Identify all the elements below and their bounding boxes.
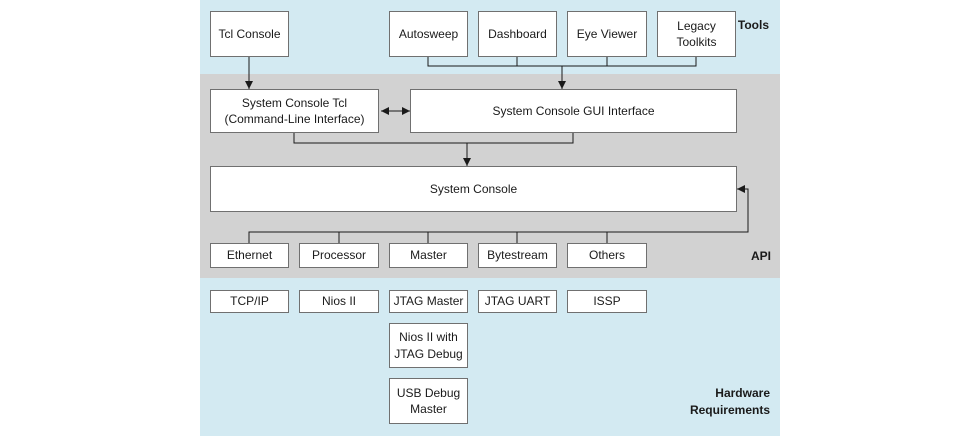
usb-debug-master-box: USB Debug Master	[389, 378, 468, 424]
tcl-console-box: Tcl Console	[210, 11, 289, 57]
tools-section-label: Tools	[737, 18, 769, 32]
eye-viewer-box: Eye Viewer	[567, 11, 647, 57]
dashboard-box: Dashboard	[478, 11, 557, 57]
tcp-ip-box: TCP/IP	[210, 290, 289, 313]
interfaces-bus-line	[293, 133, 574, 144]
jtag-master-box: JTAG Master	[389, 290, 468, 313]
api-bus-line	[248, 185, 749, 243]
processor-box: Processor	[299, 243, 379, 268]
hardware-requirements-section-label: Hardware Requirements	[689, 386, 770, 417]
ethernet-box: Ethernet	[210, 243, 289, 268]
api-section-label: API	[750, 249, 771, 263]
bytestream-box: Bytestream	[478, 243, 557, 268]
nios-ii-box: Nios II	[299, 290, 379, 313]
nios-ii-jtag-debug-box: Nios II with JTAG Debug	[389, 323, 468, 368]
master-box: Master	[389, 243, 468, 268]
issp-box: ISSP	[567, 290, 647, 313]
system-console-gui-box: System Console GUI Interface	[410, 89, 737, 133]
tools-bus-line	[427, 57, 697, 67]
system-console-tcl-box: System Console Tcl (Command-Line Interfa…	[210, 89, 379, 133]
system-console-box: System Console	[210, 166, 737, 212]
others-box: Others	[567, 243, 647, 268]
legacy-toolkits-box: Legacy Toolkits	[657, 11, 736, 57]
autosweep-box: Autosweep	[389, 11, 468, 57]
jtag-uart-box: JTAG UART	[478, 290, 557, 313]
